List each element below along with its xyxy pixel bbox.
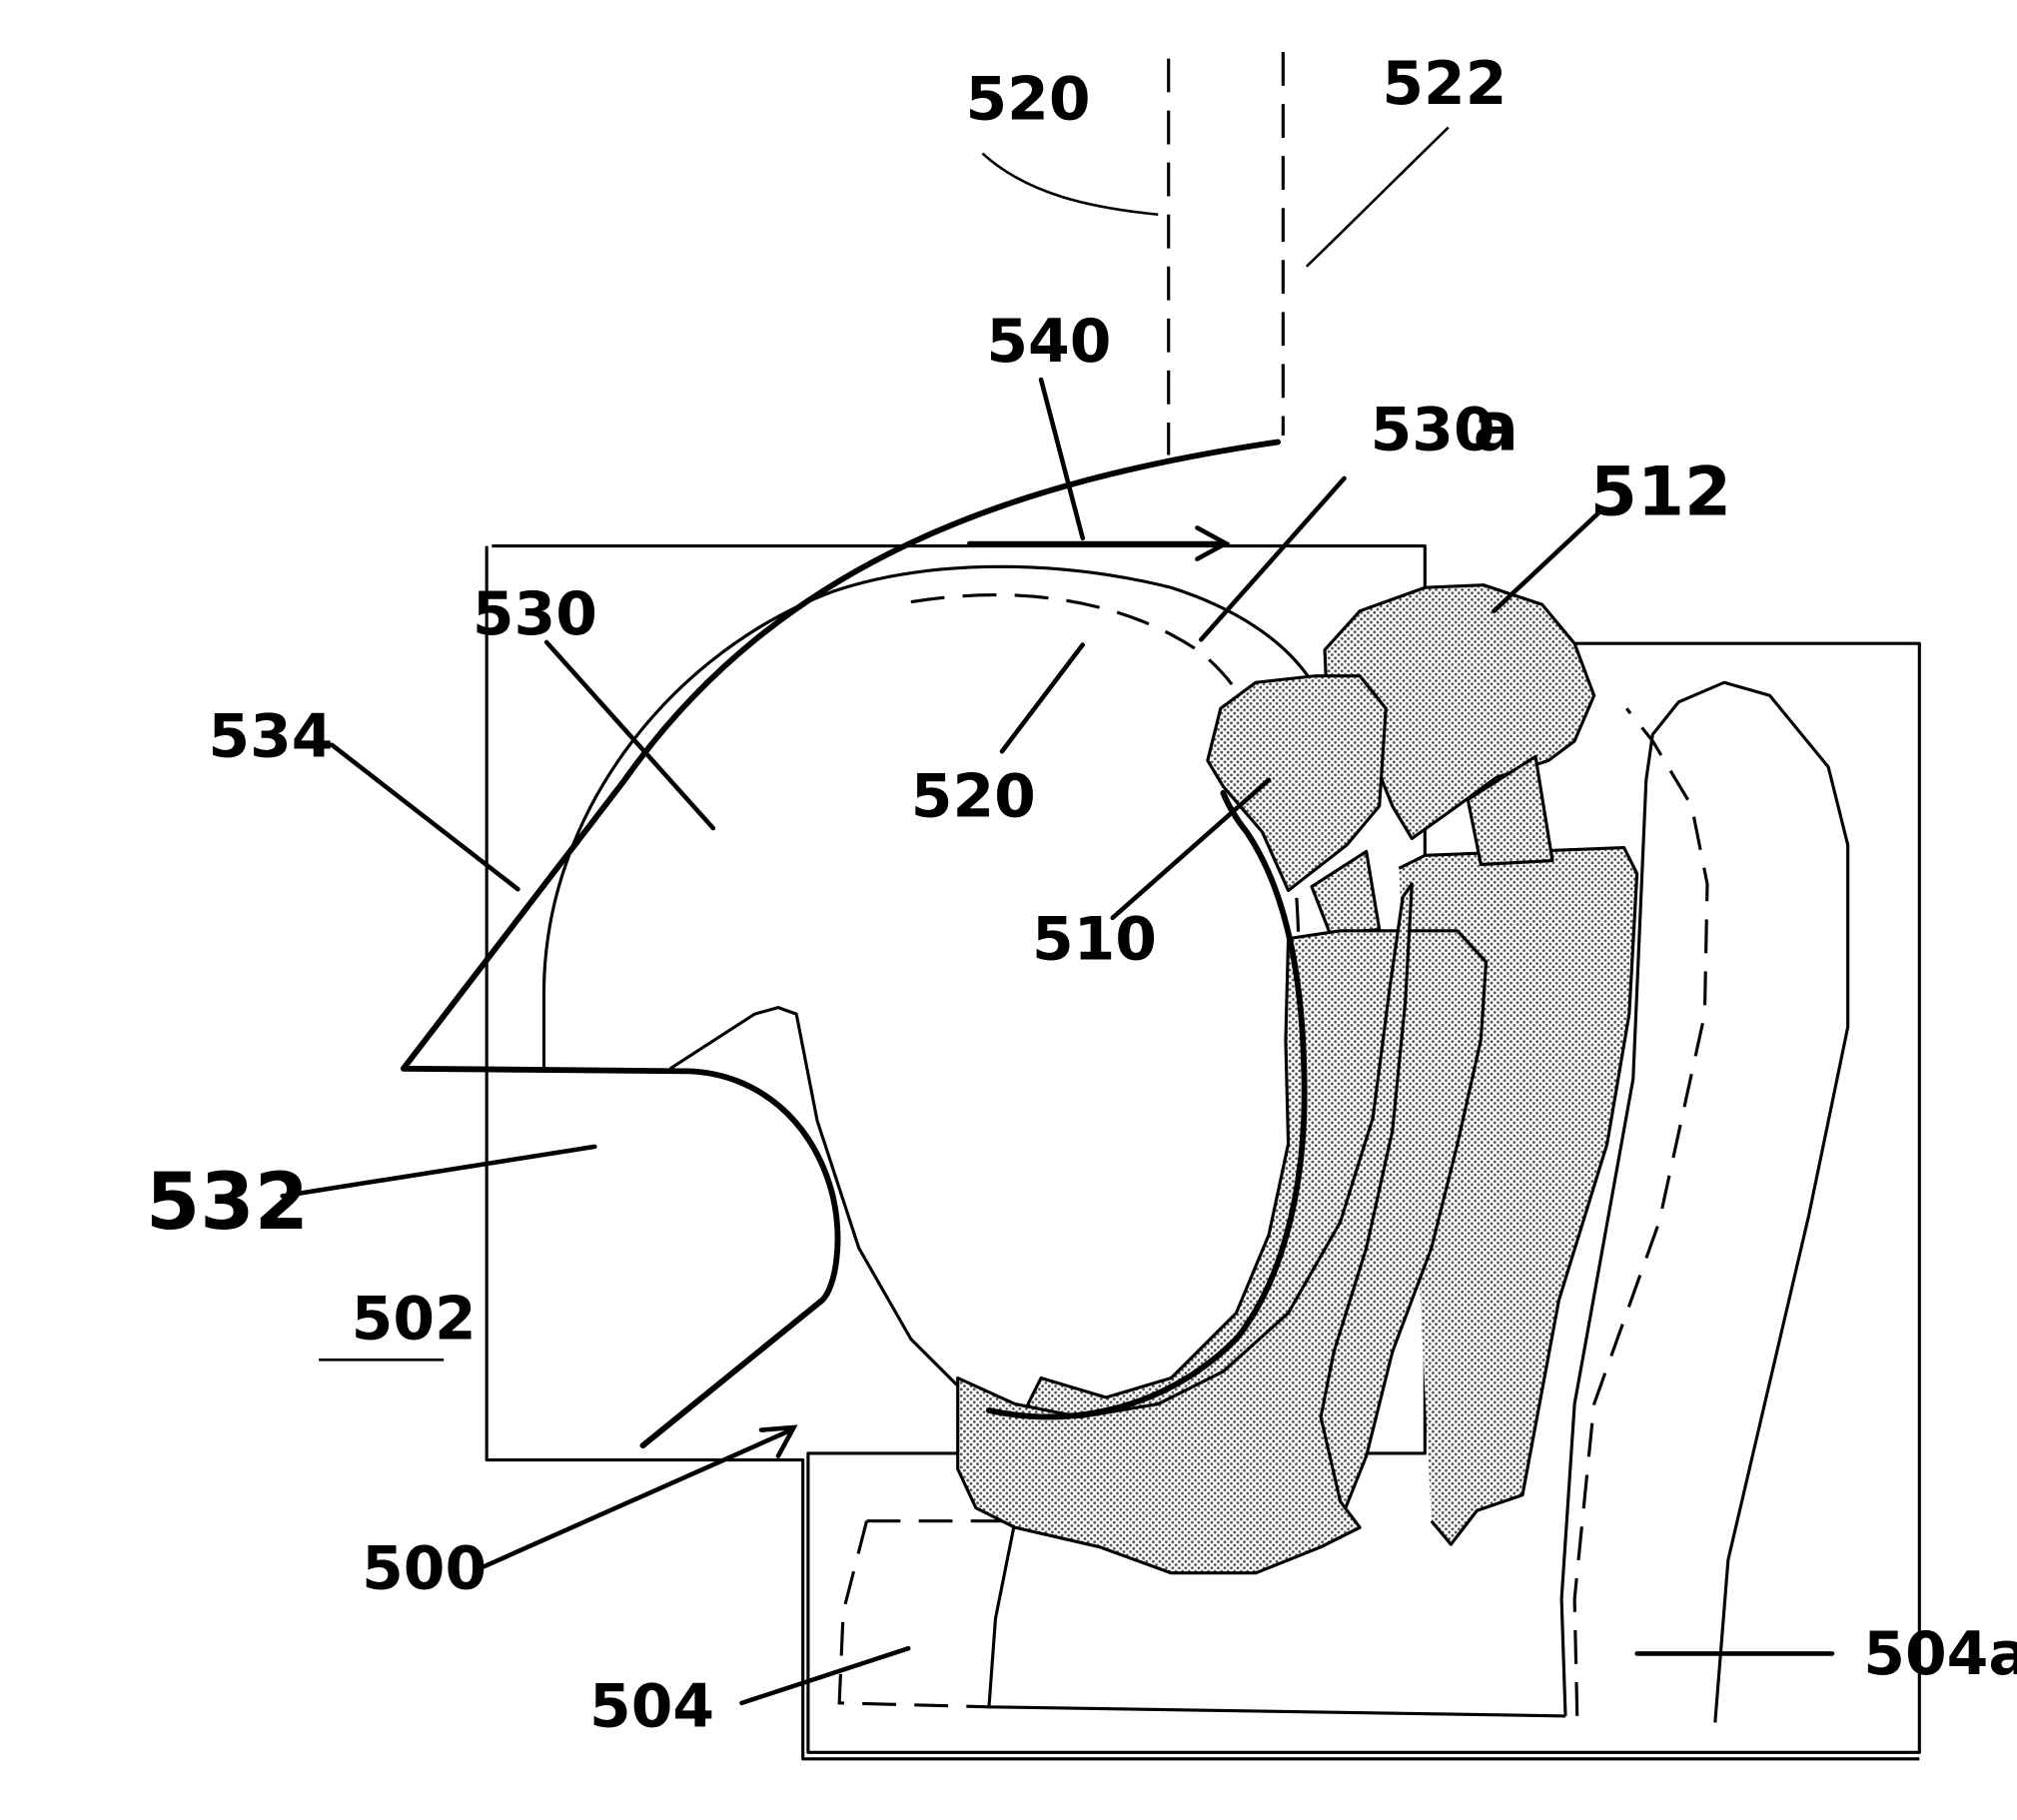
label-502: 502 [352, 1284, 477, 1354]
frame-502 [487, 546, 1919, 1759]
label-532: 532 [146, 1157, 309, 1248]
leader-510 [1113, 780, 1269, 918]
label-530: 530 [473, 579, 597, 649]
label-540: 540 [986, 307, 1111, 377]
arrow-500-shaft [485, 1430, 791, 1567]
label-522: 522 [1382, 49, 1507, 119]
leader-520-mid [1002, 645, 1083, 752]
leader-512 [1494, 513, 1597, 611]
face-opening-profile [670, 1008, 963, 1391]
label-500: 500 [362, 1533, 487, 1603]
label-510: 510 [1032, 904, 1157, 974]
leader-504 [741, 1648, 908, 1703]
leader-530 [546, 642, 713, 828]
label-504: 504 [589, 1671, 714, 1741]
leader-520-top [982, 154, 1158, 215]
label-512: 512 [1590, 452, 1731, 530]
leader-540 [1041, 380, 1083, 538]
label-520-mid: 520 [911, 761, 1036, 831]
label-534: 534 [208, 701, 333, 771]
backrest-504a-outline [1561, 682, 1848, 1722]
seat-504-dashed [839, 1521, 1015, 1707]
leader-522 [1307, 128, 1449, 267]
leader-534 [332, 745, 517, 889]
leader-530a [1201, 478, 1344, 639]
leader-532 [283, 1147, 595, 1196]
label-504a: 504a [1863, 1619, 2017, 1689]
label-520-top: 520 [966, 65, 1091, 135]
label-530a-suffix: a [1474, 387, 1519, 465]
